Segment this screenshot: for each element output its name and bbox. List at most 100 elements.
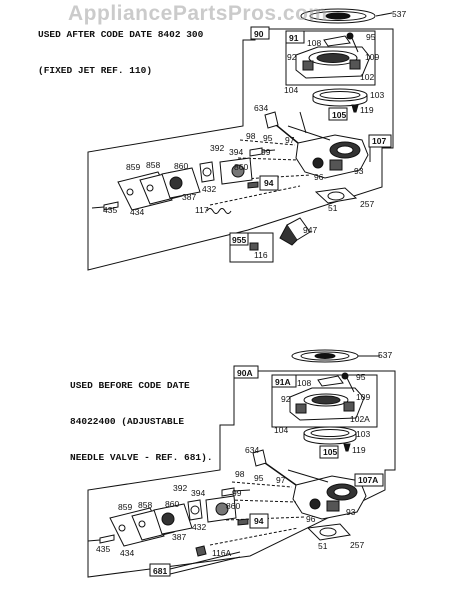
label-bot-537: 537 <box>378 350 392 360</box>
label-bot-860b: 860 <box>226 501 240 511</box>
float-bowl-102A <box>289 387 365 421</box>
label-top-394: 394 <box>229 147 243 157</box>
label-bot-93: 93 <box>346 507 356 517</box>
label-bot-51: 51 <box>318 541 328 551</box>
label-top-51: 51 <box>328 203 338 213</box>
label-bot-119: 119 <box>352 445 366 455</box>
bottom-assembly <box>87 349 396 578</box>
top-frame <box>87 28 394 271</box>
label-bot-98: 98 <box>235 469 245 479</box>
gasket-537-b <box>291 349 380 363</box>
label-bot-102A: 102A <box>350 414 370 424</box>
label-bot-257: 257 <box>350 540 364 550</box>
label-top-537: 537 <box>392 9 406 19</box>
label-bot-104: 104 <box>274 425 288 435</box>
label-top-96: 96 <box>314 172 324 182</box>
label-top-98: 98 <box>246 131 256 141</box>
label-bot-103: 103 <box>356 429 370 439</box>
spring-117 <box>206 208 232 214</box>
label-top-634: 634 <box>254 103 268 113</box>
label-bot-107A: 107A <box>358 475 378 485</box>
top-note-line-1: USED AFTER CODE DATE 8402 300 <box>38 29 204 40</box>
label-bot-99: 99 <box>232 488 242 498</box>
label-top-858: 858 <box>146 160 160 170</box>
gasket-51 <box>314 187 358 204</box>
label-top-90: 90 <box>254 29 264 39</box>
label-top-119: 119 <box>360 105 374 115</box>
float-bowl-102 <box>295 46 371 79</box>
label-top-95b: 95 <box>263 133 273 143</box>
label-top-257: 257 <box>360 199 374 209</box>
carburetor-body-bottom <box>252 449 367 520</box>
label-bot-681: 681 <box>153 566 167 576</box>
label-top-435: 435 <box>103 205 117 215</box>
label-bot-860a: 860 <box>165 499 179 509</box>
label-top-97: 97 <box>285 135 295 145</box>
label-bot-859: 859 <box>118 502 132 512</box>
label-top-91: 91 <box>289 33 299 43</box>
screw-98-99 <box>249 147 276 157</box>
float-108 <box>323 32 359 53</box>
top-note: USED AFTER CODE DATE 8402 300 (FIXED JET… <box>38 5 203 89</box>
label-bot-91A: 91A <box>275 377 291 387</box>
label-bot-435: 435 <box>96 544 110 554</box>
carburetor-body-top <box>264 111 369 179</box>
bottom-note: USED BEFORE CODE DATE 84022400 (ADJUSTAB… <box>70 356 213 476</box>
label-bot-634: 634 <box>245 445 259 455</box>
label-bot-116A: 116A <box>212 548 232 558</box>
label-bot-394: 394 <box>191 488 205 498</box>
label-top-94: 94 <box>264 178 274 188</box>
label-bot-92: 92 <box>281 394 291 404</box>
label-top-95a: 95 <box>366 32 376 42</box>
label-top-108: 108 <box>307 38 321 48</box>
label-top-116: 116 <box>254 250 268 260</box>
label-bot-94: 94 <box>254 516 264 526</box>
gasket-51-b <box>306 523 351 541</box>
label-top-387: 387 <box>182 192 196 202</box>
top-labels: 537 90 91 108 95 109 92 102 104 103 105 … <box>103 9 406 260</box>
label-top-103: 103 <box>370 90 384 100</box>
label-top-947: 947 <box>303 225 317 235</box>
diaphragm-plates-bottom <box>109 503 193 547</box>
solenoid-947 <box>279 217 311 246</box>
label-top-102: 102 <box>360 72 374 82</box>
label-bot-108: 108 <box>297 378 311 388</box>
label-top-107: 107 <box>372 136 386 146</box>
label-top-109: 109 <box>365 52 379 62</box>
pump-assembly-top <box>199 157 253 185</box>
label-bot-392: 392 <box>173 483 187 493</box>
label-bot-434: 434 <box>120 548 134 558</box>
bottom-labels: 537 90A 91A 108 95 109 92 102A 104 103 1… <box>96 350 392 576</box>
label-top-117: 117 <box>195 205 209 215</box>
label-bot-432: 432 <box>192 522 206 532</box>
top-assembly <box>87 8 394 271</box>
watermark: AppliancePartsPros.com <box>68 2 328 25</box>
bowl-gasket-103-b <box>303 426 357 445</box>
label-top-92: 92 <box>287 52 297 62</box>
bottom-note-line-2: 84022400 (ADJUSTABLE <box>70 416 185 427</box>
label-top-105: 105 <box>332 110 346 120</box>
label-bot-858: 858 <box>138 500 152 510</box>
bowl-gasket-103 <box>312 88 368 107</box>
label-bot-387: 387 <box>172 532 186 542</box>
screw-98-99-b <box>221 487 251 497</box>
top-note-line-2: (FIXED JET REF. 110) <box>38 65 153 76</box>
label-top-860a: 860 <box>174 161 188 171</box>
screw-119 <box>351 104 359 113</box>
label-bot-109: 109 <box>356 392 370 402</box>
bottom-note-line-3: NEEDLE VALVE - REF. 681). <box>70 452 213 463</box>
label-bot-90A: 90A <box>237 368 253 378</box>
label-top-955: 955 <box>232 235 246 245</box>
label-top-860b: 860 <box>234 162 248 172</box>
label-bot-95a: 95 <box>356 372 366 382</box>
label-top-859: 859 <box>126 162 140 172</box>
float-108-b <box>317 372 355 393</box>
label-top-434: 434 <box>130 207 144 217</box>
gasket-537 <box>300 8 393 24</box>
label-top-432: 432 <box>202 184 216 194</box>
needle-valve-681 <box>149 545 241 577</box>
label-bot-96: 96 <box>306 514 316 524</box>
label-bot-95b: 95 <box>254 473 264 483</box>
